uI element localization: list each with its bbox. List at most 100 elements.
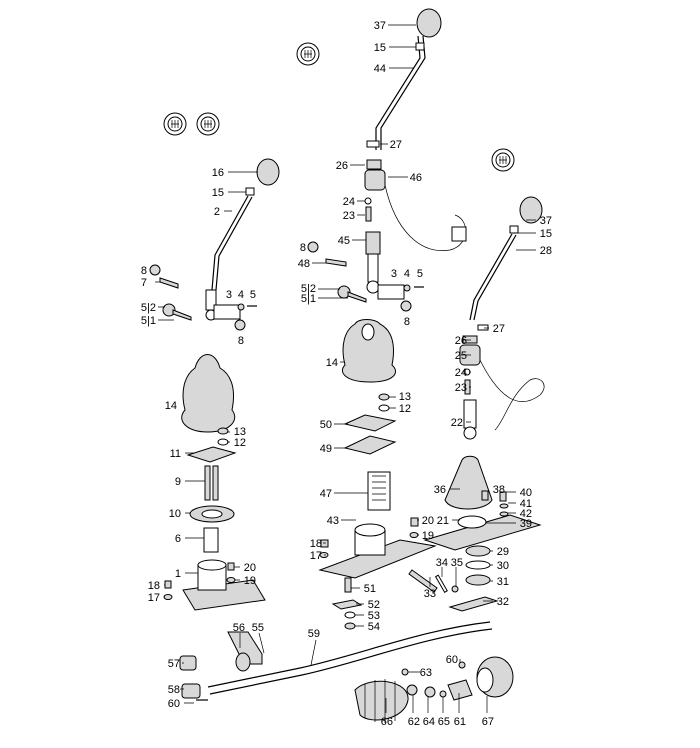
label-28: 28: [540, 245, 552, 257]
label-41: 41: [520, 498, 532, 510]
shift-rod-and-coupling: [179, 621, 514, 723]
shift-pattern-icon: [491, 148, 515, 172]
label-57: 57: [168, 658, 180, 670]
left-shift-lever: [149, 158, 280, 611]
label-50: 50: [320, 419, 332, 431]
label-48: 48: [298, 258, 310, 270]
middle-shift-lever: [307, 8, 467, 630]
label-8: 8: [404, 316, 410, 328]
label-49: 49: [320, 443, 332, 455]
label-15: 15: [540, 228, 552, 240]
label-37: 37: [374, 20, 386, 32]
right-shift-lever: [408, 196, 545, 612]
label-12: 12: [234, 437, 246, 449]
label-47: 47: [320, 488, 332, 500]
shift-pattern-icon: [163, 112, 187, 136]
label-60: 60: [168, 698, 180, 710]
label-43: 43: [327, 515, 339, 527]
label-11: 11: [170, 448, 181, 460]
label-16: 16: [212, 167, 224, 179]
label-3: 3: [391, 268, 397, 280]
label-8: 8: [141, 265, 147, 277]
label-42: 42: [520, 508, 532, 520]
label-56: 56: [233, 622, 245, 634]
label-5: 5: [417, 268, 423, 280]
label-61: 61: [454, 716, 466, 728]
label-14: 14: [326, 357, 338, 369]
label-26: 26: [455, 335, 467, 347]
label-17: 17: [310, 550, 322, 562]
label-4: 4: [404, 268, 410, 280]
label-10: 10: [169, 508, 181, 520]
label-27: 27: [493, 323, 505, 335]
label-32: 32: [497, 596, 509, 608]
label-58: 58: [168, 684, 180, 696]
label-13: 13: [234, 426, 246, 438]
label-5-2: 5|2: [141, 302, 156, 314]
label-34: 34: [436, 557, 448, 569]
label-24: 24: [455, 367, 467, 379]
label-63: 63: [420, 667, 432, 679]
label-36: 36: [434, 484, 446, 496]
label-46: 46: [410, 172, 422, 184]
label-5-2: 5|2: [301, 283, 316, 295]
label-7: 7: [141, 277, 147, 289]
label-1: 1: [175, 568, 181, 580]
label-5-1: 5|1: [141, 315, 156, 327]
label-51: 51: [364, 583, 376, 595]
label-52: 52: [368, 599, 380, 611]
label-53: 53: [368, 610, 380, 622]
label-20: 20: [244, 562, 256, 574]
label-3: 3: [226, 289, 232, 301]
label-45: 45: [338, 235, 350, 247]
shift-pattern-icon: [296, 42, 320, 66]
label-26: 26: [336, 160, 348, 172]
label-14: 14: [165, 400, 177, 412]
label-37: 37: [540, 215, 552, 227]
label-40: 40: [520, 487, 532, 499]
label-66: 66: [381, 716, 393, 728]
label-19: 19: [244, 575, 256, 587]
label-33: 33: [424, 588, 436, 600]
label-23: 23: [455, 382, 467, 394]
label-20: 20: [422, 515, 434, 527]
label-23: 23: [343, 210, 355, 222]
label-18: 18: [310, 538, 322, 550]
label-64: 64: [423, 716, 435, 728]
label-17: 17: [148, 592, 160, 604]
label-5: 5: [250, 289, 256, 301]
label-59: 59: [308, 628, 320, 640]
label-65: 65: [438, 716, 450, 728]
callout-labels: 37 15 44 27 26 46 24 23 45 8 48 3 4 5 5|…: [141, 20, 552, 728]
label-5-1: 5|1: [301, 293, 316, 305]
label-13: 13: [399, 391, 411, 403]
shift-pattern-icon: [196, 112, 220, 136]
label-35: 35: [451, 557, 463, 569]
label-15: 15: [212, 187, 224, 199]
label-67: 67: [482, 716, 494, 728]
label-25: 25: [455, 350, 467, 362]
label-27: 27: [390, 139, 402, 151]
label-55: 55: [252, 622, 264, 634]
label-12: 12: [399, 403, 411, 415]
label-21: 21: [437, 515, 449, 527]
label-44: 44: [374, 63, 386, 75]
label-60: 60: [446, 654, 458, 666]
label-22: 22: [451, 417, 463, 429]
label-6: 6: [175, 533, 181, 545]
label-2: 2: [214, 206, 220, 218]
label-8: 8: [238, 335, 244, 347]
label-31: 31: [497, 576, 509, 588]
label-38: 38: [493, 484, 505, 496]
label-15: 15: [374, 42, 386, 54]
label-24: 24: [343, 196, 355, 208]
label-62: 62: [408, 716, 420, 728]
label-19: 19: [422, 530, 434, 542]
label-29: 29: [497, 546, 509, 558]
label-18: 18: [148, 580, 160, 592]
label-30: 30: [497, 560, 509, 572]
label-8: 8: [300, 242, 306, 254]
label-39: 39: [520, 518, 532, 530]
